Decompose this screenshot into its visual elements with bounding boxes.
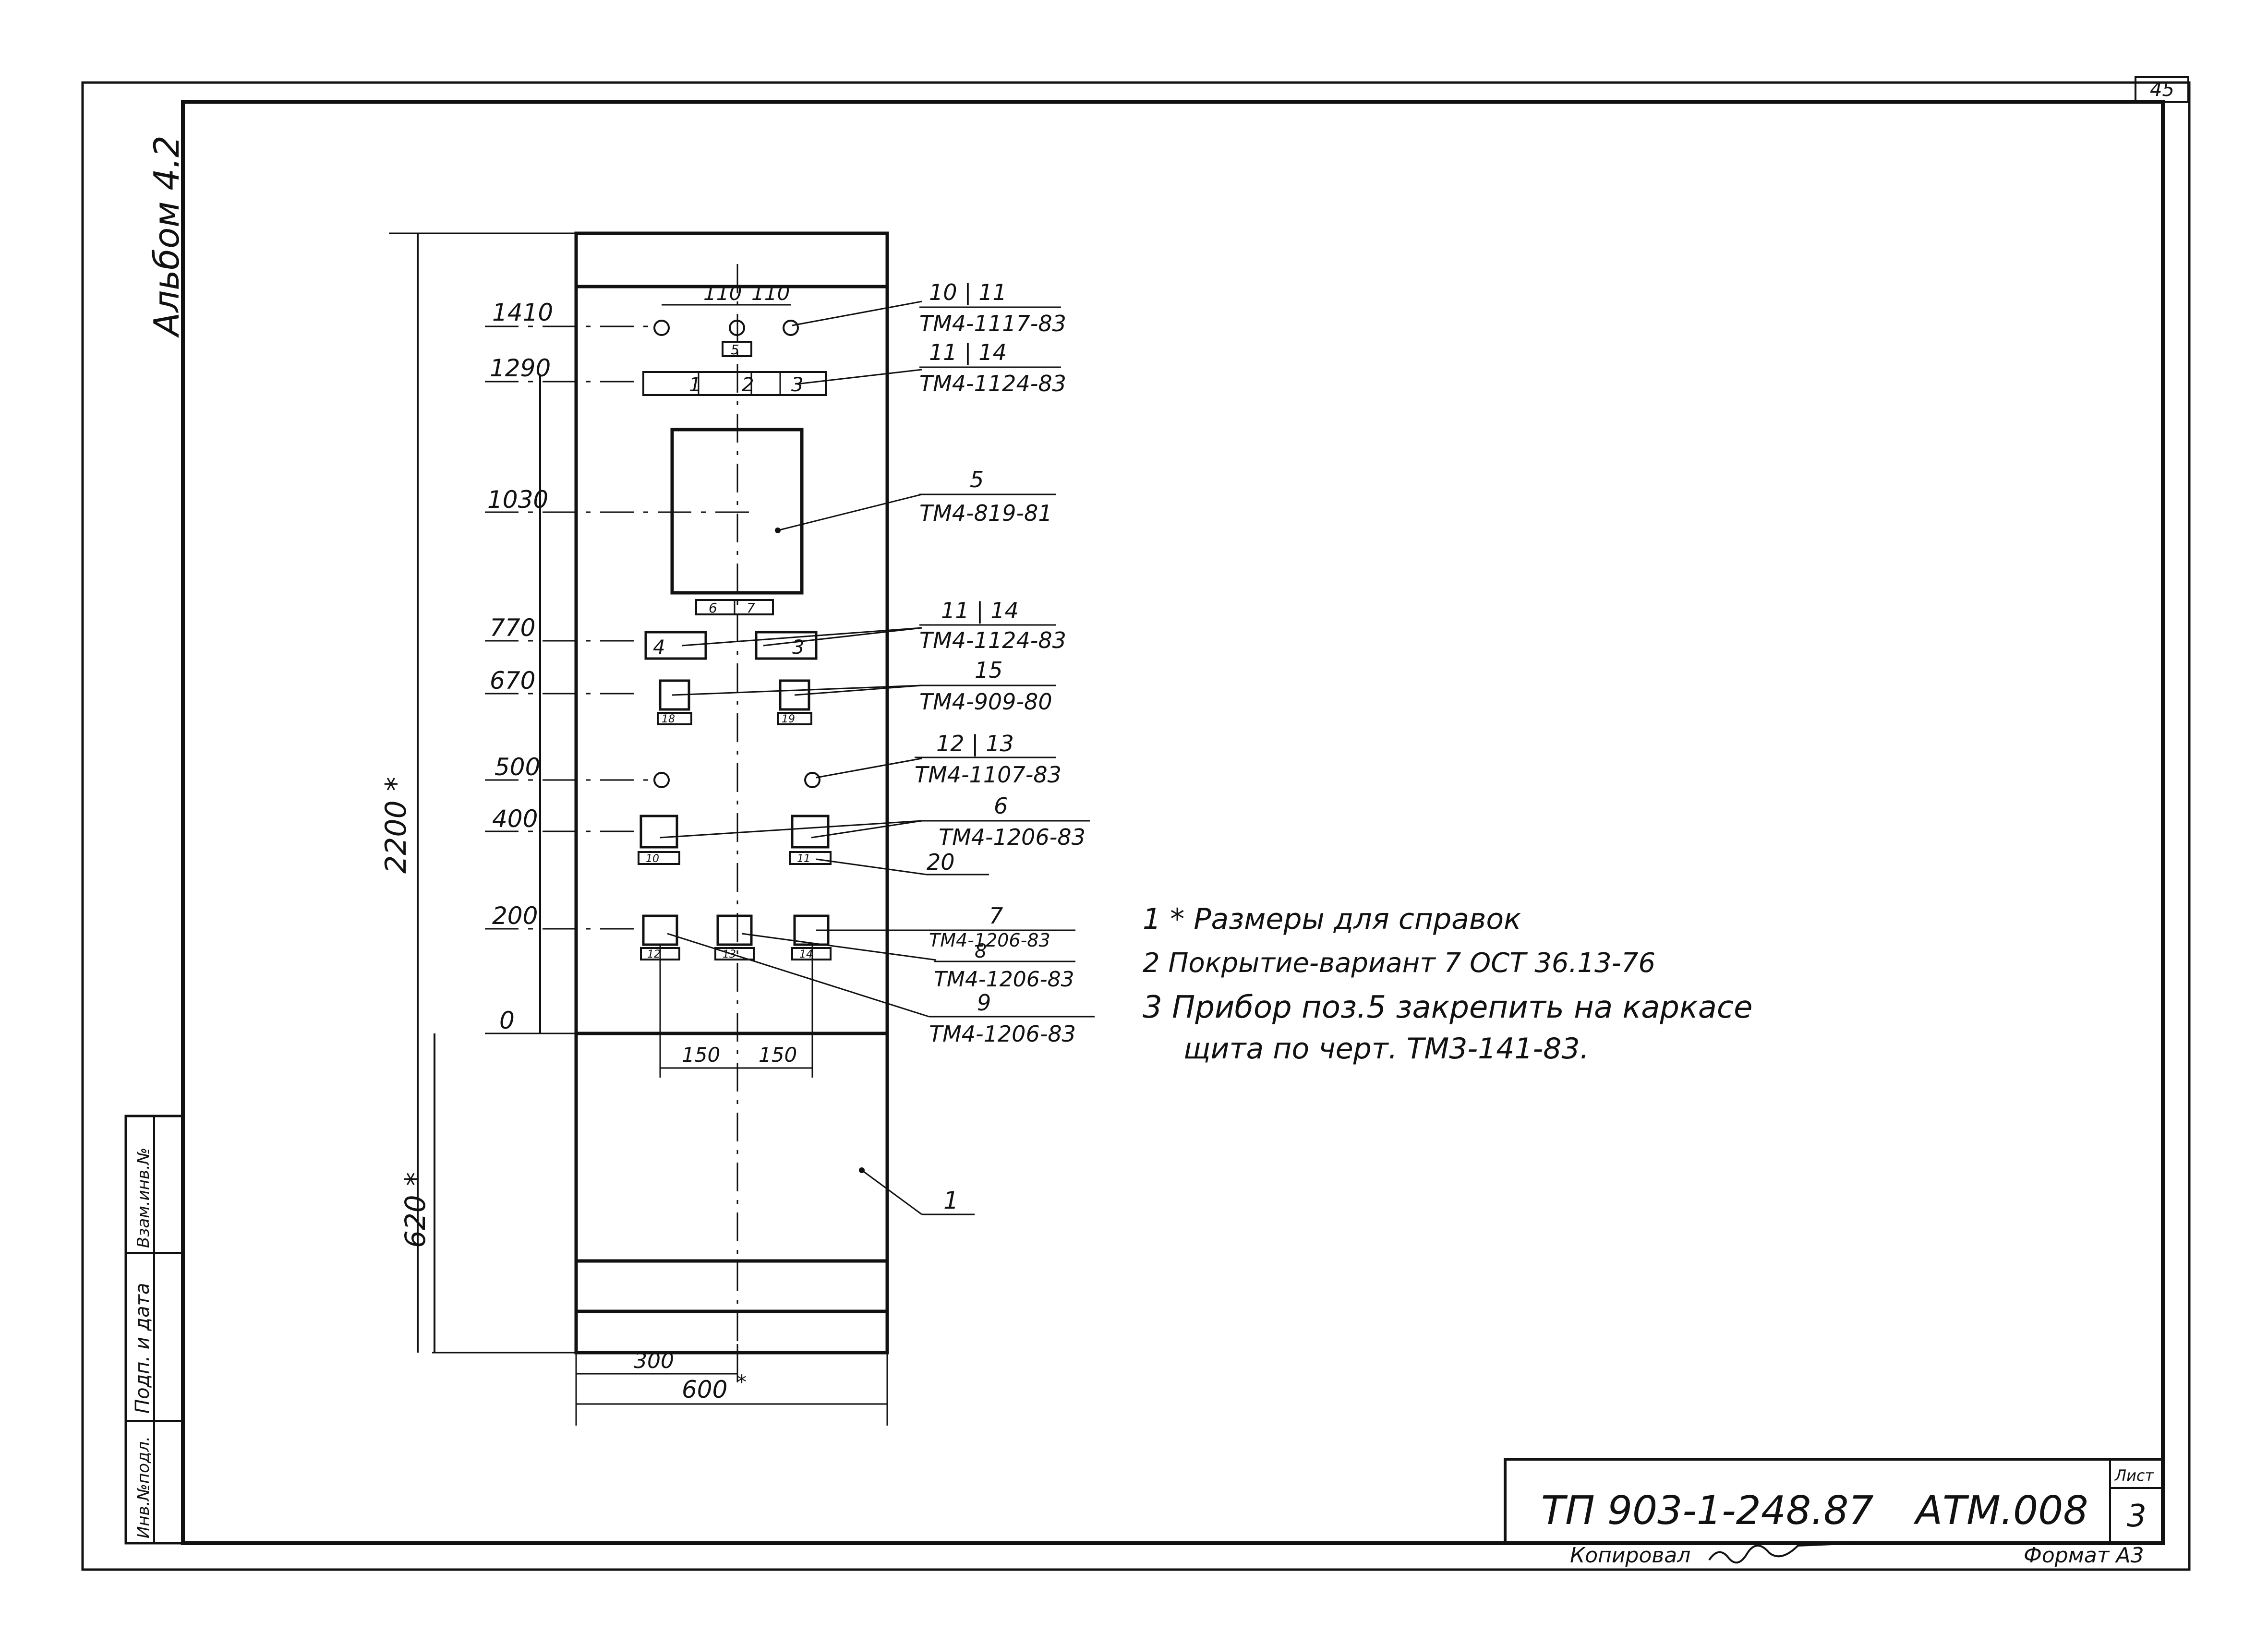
- note-3: 3 Прибор поз.5 закрепить на каркасе: [1143, 990, 1752, 1025]
- dim-110-left: 110: [703, 281, 742, 305]
- sheet-number: 3: [2127, 1499, 2147, 1534]
- callout-code-819: ТМ4-819-81: [919, 500, 1052, 526]
- callout-pos-11-14-mid: 11 | 14: [941, 598, 1019, 624]
- doc-code: ТП 903-1-248.87: [1541, 1488, 1874, 1534]
- dim-base-620: 620 *: [399, 1172, 432, 1248]
- callout-code-909: ТМ4-909-80: [919, 689, 1052, 715]
- callout-pos-1: 1: [943, 1187, 959, 1214]
- dim-150-left: 150: [682, 1043, 720, 1067]
- dim-600-star: *: [737, 1371, 747, 1393]
- side-stamp: Инв.№подл. Подп. и дата Взам.инв.№: [124, 1115, 184, 1545]
- sheet-code: АТМ.008: [1913, 1488, 2088, 1534]
- note-2: 2 Покрытие-вариант 7 ОСТ 36.13-76: [1143, 948, 1655, 979]
- sheet-frame: 45: [81, 76, 2191, 1571]
- notes: 1 * Размеры для справок 2 Покрытие-вариа…: [1143, 902, 1752, 1066]
- callout-pos-9: 9: [977, 990, 991, 1016]
- callout-pos-12-13: 12 | 13: [936, 731, 1014, 757]
- tag-18: 18: [662, 713, 675, 725]
- sheet-label: Лист: [2114, 1466, 2154, 1485]
- callout-code-1107: ТМ4-1107-83: [915, 762, 1062, 788]
- width-dimensions: 300 600 *: [575, 1344, 888, 1426]
- level-1410: 1410: [492, 299, 553, 326]
- callout-code-1206-6: ТМ4-1206-83: [939, 824, 1086, 850]
- tag-7-mid: 7: [747, 600, 755, 616]
- format-label: Формат А3: [2024, 1543, 2144, 1568]
- level-200: 200: [492, 902, 538, 930]
- stamp-inventory: Инв.№подл.: [134, 1436, 153, 1538]
- row-770: 4 3: [644, 631, 818, 660]
- switch-num-3: 3: [791, 374, 803, 396]
- dim-110-right: 110: [751, 281, 790, 305]
- tag-5-top: 5: [731, 342, 739, 358]
- copied-label: Копировал: [1570, 1543, 1690, 1568]
- round-device-right: [783, 320, 799, 336]
- level-0: 0: [499, 1007, 515, 1034]
- row-400: 10 11: [638, 815, 832, 865]
- callout-pos-6: 6: [994, 793, 1008, 819]
- tag-6-mid: 6: [709, 600, 717, 616]
- tag-12: 12: [647, 948, 661, 960]
- round-device-left: [653, 320, 670, 336]
- copier-signature: [1708, 1542, 1856, 1564]
- callout-code-1124-mid: ТМ4-1124-83: [919, 627, 1066, 653]
- stamp-signature: Подп. и дата: [132, 1283, 154, 1414]
- switch-num-3b: 3: [792, 636, 804, 659]
- callouts: 10 | 11 ТМ4-1117-83 11 | 14 ТМ4-1124-83 …: [660, 279, 1095, 1215]
- row-670: 18 19: [657, 679, 812, 725]
- row-200: 12 13 14 150 150: [640, 914, 832, 1078]
- level-dimensions: 2200 * 620 * 1410 1290 1030 770 670 500 …: [379, 232, 754, 1354]
- dim-150-right: 150: [759, 1043, 797, 1067]
- callout-code-1206-9: ТМ4-1206-83: [929, 1021, 1076, 1047]
- note-1: 1 * Размеры для справок: [1143, 902, 1521, 936]
- leader-dot-5: [775, 528, 781, 533]
- row-1290: 1 2 3: [642, 371, 827, 396]
- level-500: 500: [495, 753, 540, 781]
- panel-outline: [574, 231, 889, 1355]
- instrument-5: 6 7: [670, 428, 804, 616]
- round-device-500-right: [804, 772, 820, 788]
- callout-pos-11-14-top: 11 | 14: [929, 339, 1007, 366]
- callout-pos-5: 5: [970, 467, 984, 492]
- level-1030: 1030: [487, 486, 548, 514]
- level-670: 670: [490, 667, 535, 695]
- callout-code-1117: ТМ4-1117-83: [919, 311, 1066, 336]
- switch-num-1: 1: [689, 374, 701, 396]
- switch-num-4: 4: [653, 636, 665, 659]
- dim-600: 600: [682, 1376, 727, 1404]
- album-label: Альбом 4.2: [146, 135, 187, 338]
- round-device-center: [729, 320, 745, 336]
- round-device-500-left: [653, 772, 670, 788]
- tag-11: 11: [797, 853, 810, 865]
- note-3-cont: щита по черт. ТМ3-141-83.: [1183, 1032, 1589, 1066]
- level-400: 400: [492, 805, 538, 833]
- stamp-replace: Взам.инв.№: [134, 1148, 153, 1248]
- level-770: 770: [490, 614, 535, 642]
- tag-19: 19: [782, 713, 795, 725]
- callout-code-1206-8: ТМ4-1206-83: [934, 967, 1074, 992]
- callout-code-1206-7: ТМ4-1206-83: [929, 930, 1050, 951]
- title-block: ТП 903-1-248.87 АТМ.008 Лист 3 Копировал…: [1504, 1458, 2164, 1568]
- tag-10: 10: [646, 853, 659, 865]
- callout-pos-7: 7: [989, 903, 1003, 929]
- corner-sheet-number: 45: [2150, 79, 2174, 101]
- level-1290: 1290: [490, 354, 551, 382]
- callout-pos-15: 15: [975, 657, 1003, 683]
- dim-total-2200: 2200 *: [379, 777, 413, 874]
- callout-code-1124-top: ТМ4-1124-83: [919, 371, 1066, 396]
- row-500: [653, 772, 820, 788]
- row-1410: 110 110 5: [653, 281, 799, 358]
- callout-pos-20: 20: [927, 849, 955, 875]
- callout-pos-8: 8: [975, 940, 987, 962]
- tag-14: 14: [799, 948, 813, 960]
- dim-300: 300: [634, 1349, 674, 1373]
- callout-pos-10-11: 10 | 11: [929, 279, 1007, 306]
- switch-num-2: 2: [742, 374, 754, 396]
